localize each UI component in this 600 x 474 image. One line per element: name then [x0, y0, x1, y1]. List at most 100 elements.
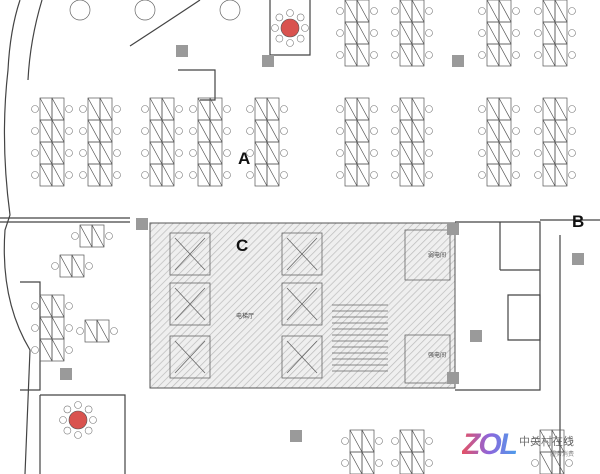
- elevator-shaft: [169, 232, 211, 276]
- desk-divider: [554, 43, 568, 67]
- chair: [568, 51, 576, 59]
- desk-divider: [149, 163, 163, 187]
- desk-divider: [209, 97, 223, 121]
- elevator-cross: [174, 340, 206, 374]
- workstation-desk: [99, 163, 113, 187]
- chair: [478, 29, 486, 37]
- chair: [336, 7, 344, 15]
- desk-divider: [266, 119, 280, 143]
- desk-divider: [361, 429, 375, 453]
- desk-divider: [356, 97, 370, 121]
- desk-divider: [51, 294, 65, 318]
- chair: [89, 416, 97, 424]
- room-upper-label: 弱电间: [428, 252, 447, 259]
- desk-divider: [149, 141, 163, 165]
- chair: [391, 437, 399, 445]
- building-core: [149, 222, 456, 389]
- chair: [271, 24, 279, 32]
- workstation-desk: [51, 163, 65, 187]
- workstation-desk: [266, 163, 280, 187]
- desk-divider: [411, 163, 425, 187]
- desk-divider: [91, 224, 105, 248]
- chair: [280, 105, 288, 113]
- desk-divider: [399, 43, 413, 67]
- structural-column: [136, 218, 148, 230]
- desk-divider: [411, 97, 425, 121]
- chair: [189, 127, 197, 135]
- chair: [141, 127, 149, 135]
- chair: [113, 149, 121, 157]
- desk-divider: [554, 141, 568, 165]
- chair: [65, 346, 73, 354]
- desk-divider: [399, 141, 413, 165]
- chair: [189, 171, 197, 179]
- chair: [223, 171, 231, 179]
- desk-divider: [399, 21, 413, 45]
- chair: [175, 149, 183, 157]
- desk-divider: [209, 163, 223, 187]
- desk-divider: [542, 21, 556, 45]
- chair: [74, 401, 82, 409]
- chair: [370, 149, 378, 157]
- desk-divider: [254, 97, 268, 121]
- desk-divider: [542, 119, 556, 143]
- structural-column: [176, 45, 188, 57]
- workstation-desk: [554, 163, 568, 187]
- chair: [336, 171, 344, 179]
- chair: [65, 324, 73, 332]
- desk-divider: [498, 43, 512, 67]
- desk-divider: [399, 97, 413, 121]
- elevator-shaft: [281, 335, 323, 379]
- desk-divider: [542, 163, 556, 187]
- lounge-table: [134, 0, 156, 21]
- desk-divider: [411, 0, 425, 23]
- chair: [286, 9, 294, 17]
- desk-divider: [356, 119, 370, 143]
- workstation-desk: [551, 451, 565, 474]
- chair: [370, 171, 378, 179]
- desk-divider: [266, 141, 280, 165]
- desk-divider: [542, 0, 556, 23]
- chair: [425, 149, 433, 157]
- desk-divider: [554, 21, 568, 45]
- zone-label-a: A: [238, 149, 251, 168]
- workstation-desk: [356, 163, 370, 187]
- chair: [65, 149, 73, 157]
- chair: [512, 171, 520, 179]
- chair: [512, 149, 520, 157]
- zone-label-c: C: [236, 236, 249, 255]
- chair: [65, 302, 73, 310]
- elevator-cross: [286, 237, 318, 271]
- watermark-tagline: 服务消费: [549, 450, 574, 458]
- desk-divider: [411, 141, 425, 165]
- chair: [280, 127, 288, 135]
- chair: [31, 324, 39, 332]
- workstation-desk: [91, 224, 105, 248]
- desk-divider: [498, 21, 512, 45]
- desk-divider: [486, 119, 500, 143]
- chair: [246, 127, 254, 135]
- chair: [175, 171, 183, 179]
- desk-divider: [539, 429, 553, 453]
- desk-divider: [99, 97, 113, 121]
- desk-divider: [486, 43, 500, 67]
- desk-divider: [486, 21, 500, 45]
- desk-divider: [349, 451, 363, 474]
- chair: [370, 51, 378, 59]
- chair: [336, 149, 344, 157]
- elevator-shaft: [281, 282, 323, 326]
- lounge-table: [219, 0, 241, 21]
- watermark-logo: ZOL: [462, 428, 518, 461]
- chair: [31, 171, 39, 179]
- chair: [175, 105, 183, 113]
- desk-divider: [399, 0, 413, 23]
- desk-divider: [411, 21, 425, 45]
- chair: [59, 416, 67, 424]
- desk-divider: [161, 119, 175, 143]
- desk-divider: [554, 97, 568, 121]
- workstation-desk: [361, 451, 375, 474]
- desk-divider: [39, 119, 53, 143]
- desk-divider: [356, 43, 370, 67]
